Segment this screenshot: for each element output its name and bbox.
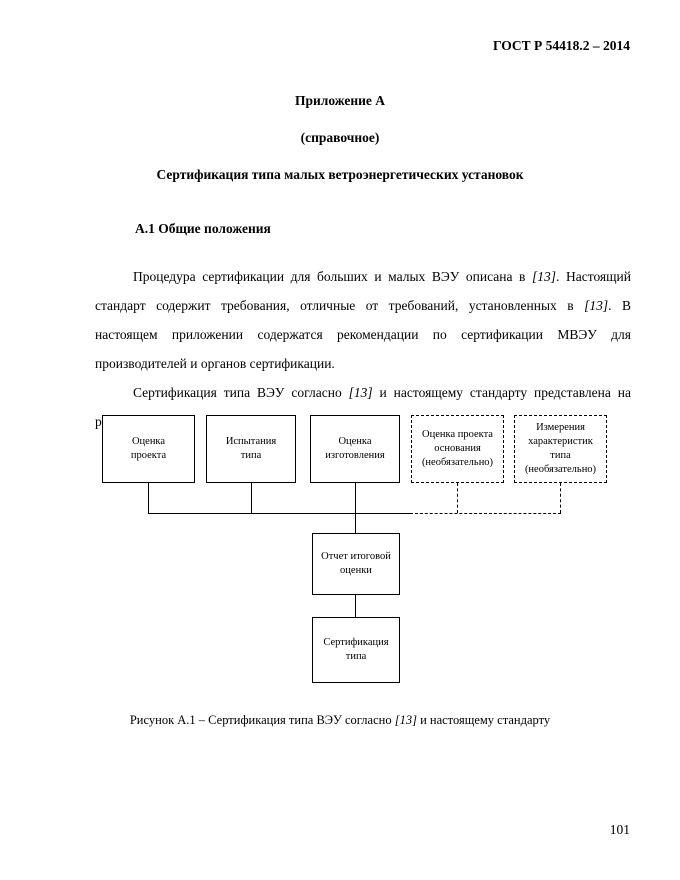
- flow-box-final-evaluation-report: Отчет итоговой оценки: [312, 533, 400, 595]
- document-header: ГОСТ Р 54418.2 – 2014: [492, 38, 630, 53]
- appendix-subtitle: (справочное): [300, 130, 380, 145]
- connector-line: [251, 483, 252, 513]
- flow-box-foundation-design-evaluation: Оценка проекта основания (необязательно): [411, 415, 504, 483]
- collector-line-solid: [148, 513, 410, 514]
- connector-line: [148, 483, 149, 513]
- figure-caption-text-2: и настоящему стандарту: [416, 713, 551, 727]
- paragraph-1: Процедура сертификации для больших и мал…: [95, 262, 631, 378]
- connector-line-dashed: [457, 483, 458, 513]
- appendix-title: Приложение А: [294, 93, 386, 108]
- flow-box-design-evaluation: Оценка проекта: [102, 415, 195, 483]
- reference-13: [13]: [394, 713, 417, 727]
- page-number: 101: [609, 822, 630, 837]
- paragraph-2-text-1: Сертификация типа ВЭУ согласно: [133, 385, 349, 400]
- paragraph-1-text-2: . Настоящий стандарт содержит требования…: [95, 269, 631, 313]
- flow-box-manufacturing-evaluation: Оценка изготовления: [310, 415, 400, 483]
- appendix-titles: Приложение А (справочное) Сертификация т…: [0, 93, 680, 204]
- certification-flowchart: Оценка проекта Испытания типа Оценка изг…: [100, 415, 612, 687]
- flow-box-type-characteristics-measurement: Измерения характеристик типа (необязател…: [514, 415, 607, 483]
- reference-13: [13]: [348, 385, 373, 400]
- section-heading: А.1 Общие положения: [135, 221, 271, 236]
- figure-caption-text-1: Рисунок А.1 – Сертификация типа ВЭУ согл…: [129, 713, 395, 727]
- figure-caption: Рисунок А.1 – Сертификация типа ВЭУ согл…: [0, 713, 680, 728]
- reference-13: [13]: [584, 298, 609, 313]
- reference-13: [13]: [532, 269, 557, 284]
- body-text: Процедура сертификации для больших и мал…: [95, 262, 631, 436]
- appendix-heading: Сертификация типа малых ветроэнергетичес…: [156, 167, 524, 182]
- collector-line-dashed: [410, 513, 561, 514]
- paragraph-1-text-1: Процедура сертификации для больших и мал…: [133, 269, 533, 284]
- connector-line: [355, 595, 356, 617]
- connector-line-dashed: [560, 483, 561, 513]
- flow-box-type-testing: Испытания типа: [206, 415, 296, 483]
- paragraph-1-text-3: . В настоящем приложении содержатся реко…: [95, 298, 631, 371]
- connector-line: [355, 483, 356, 513]
- connector-line: [355, 513, 356, 533]
- flow-box-type-certification: Сертификация типа: [312, 617, 400, 683]
